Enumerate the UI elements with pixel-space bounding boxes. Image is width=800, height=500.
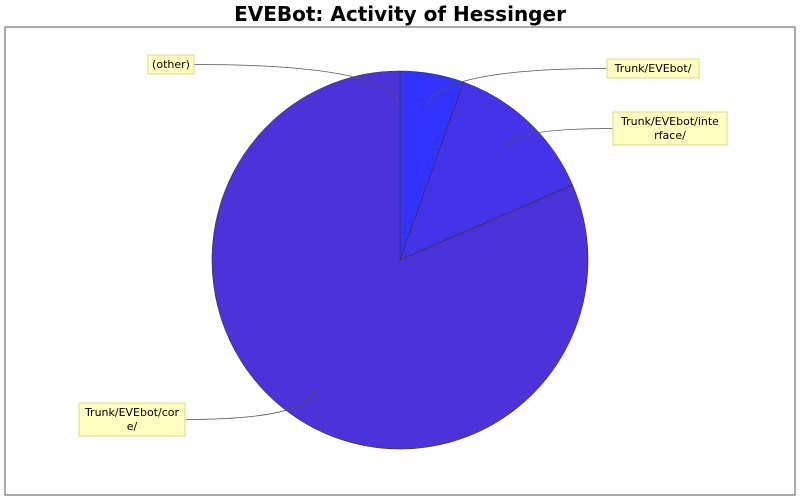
leader-line-2	[505, 128, 614, 148]
slice-label-box-2	[612, 111, 728, 146]
leader-line-3	[184, 389, 316, 420]
pie-slices	[211, 70, 589, 450]
chart-title: EVEBot: Activity of Hessinger	[234, 2, 566, 26]
leader-line-1	[426, 68, 608, 108]
slice-label-1: Trunk/EVEbot/	[614, 62, 692, 75]
slice-label-box-1	[606, 58, 700, 79]
plot-border	[4, 26, 796, 496]
pie-slice-3	[211, 70, 589, 450]
slice-label-box-3	[78, 402, 186, 437]
pie-slice-2	[399, 81, 573, 261]
slice-label-4: (other)	[152, 58, 190, 71]
leader-line-4	[193, 64, 401, 106]
slice-label-box-4	[147, 54, 195, 75]
